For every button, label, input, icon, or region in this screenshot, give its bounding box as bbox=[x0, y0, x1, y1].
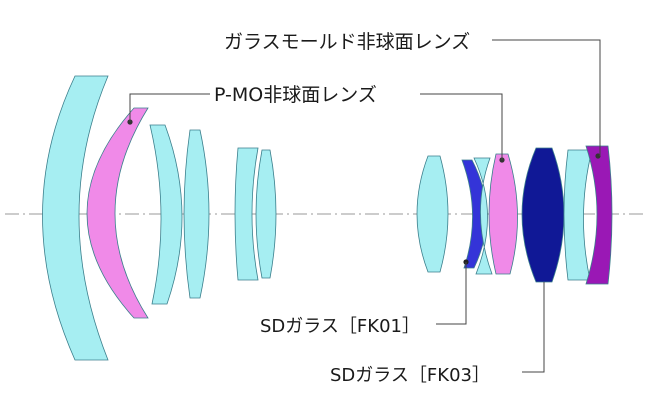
lens-element-7 bbox=[416, 155, 449, 273]
label-sd-glass-fk03: SDガラス［FK03］ bbox=[330, 365, 490, 386]
leader-line-fk01 bbox=[436, 262, 467, 325]
lens-element-1 bbox=[42, 75, 109, 361]
lens-element-3 bbox=[149, 124, 183, 305]
label-p-mo-aspherical: P-MO非球面レンズ bbox=[214, 84, 377, 106]
lens-element-4 bbox=[183, 129, 210, 299]
p-mo-aspherical-lens bbox=[86, 107, 149, 319]
sd-glass-fk03-lens bbox=[521, 147, 565, 283]
p-mo-aspherical-lens-rear bbox=[488, 153, 518, 275]
lens-element-9 bbox=[473, 157, 493, 275]
lens-element-6 bbox=[255, 149, 277, 279]
lens-element-12 bbox=[563, 149, 593, 281]
glass-mold-aspherical-lens bbox=[585, 145, 613, 285]
leader-line-glass-mold bbox=[492, 39, 601, 156]
lens-element-5 bbox=[234, 147, 259, 281]
leader-line-fk03 bbox=[522, 282, 545, 373]
label-glass-mold-aspherical: ガラスモールド非球面レンズ bbox=[224, 31, 470, 53]
glass-mold-marker-dot bbox=[595, 153, 601, 159]
leader-line-p-mo bbox=[129, 93, 210, 122]
leader-line-p-mo-rear bbox=[420, 93, 503, 160]
label-sd-glass-fk01: SDガラス［FK01］ bbox=[260, 316, 420, 337]
